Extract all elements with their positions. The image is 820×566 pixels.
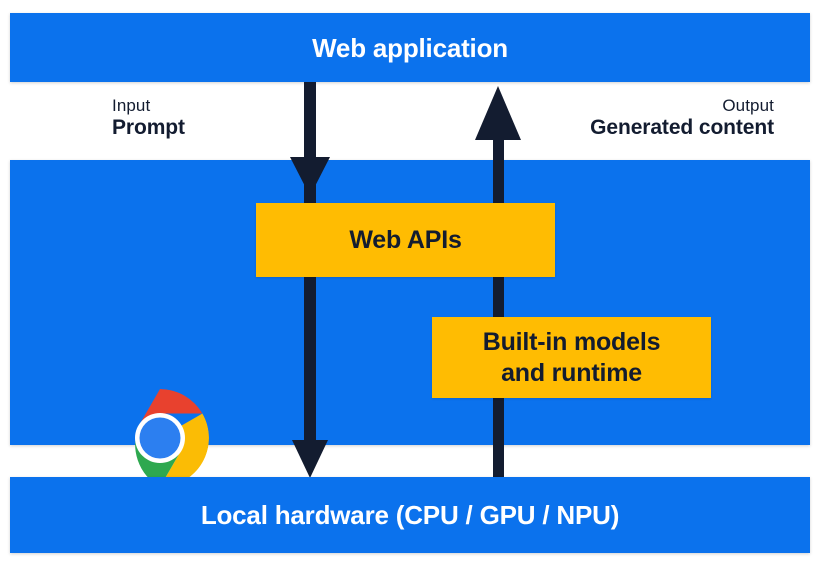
- output-value: Generated content: [590, 116, 774, 140]
- builtin-models-label: Built-in models and runtime: [483, 327, 661, 388]
- web-application-title: Web application: [312, 32, 508, 63]
- chrome-yellow-wedge: [159, 413, 209, 487]
- chrome-red-wedge: [138, 389, 202, 426]
- input-value: Prompt: [112, 116, 185, 140]
- web-apis-box: Web APIs: [256, 203, 555, 277]
- web-application-band: Web application: [10, 13, 810, 82]
- chrome-blue-core: [139, 417, 180, 459]
- chrome-logo-icon: [134, 389, 209, 487]
- builtin-models-label-line2: and runtime: [501, 358, 642, 387]
- input-kicker: Input: [112, 96, 151, 115]
- local-hardware-band: Local hardware (CPU / GPU / NPU): [10, 477, 810, 553]
- local-hardware-title: Local hardware (CPU / GPU / NPU): [200, 500, 620, 530]
- output-kicker: Output: [722, 96, 774, 115]
- input-flow-label: Input Prompt: [112, 96, 185, 141]
- output-flow-label: Output Generated content: [590, 96, 774, 141]
- builtin-models-label-line1: Built-in models: [482, 328, 661, 356]
- builtin-models-box: Built-in models and runtime: [432, 317, 711, 398]
- web-apis-label: Web APIs: [349, 225, 462, 254]
